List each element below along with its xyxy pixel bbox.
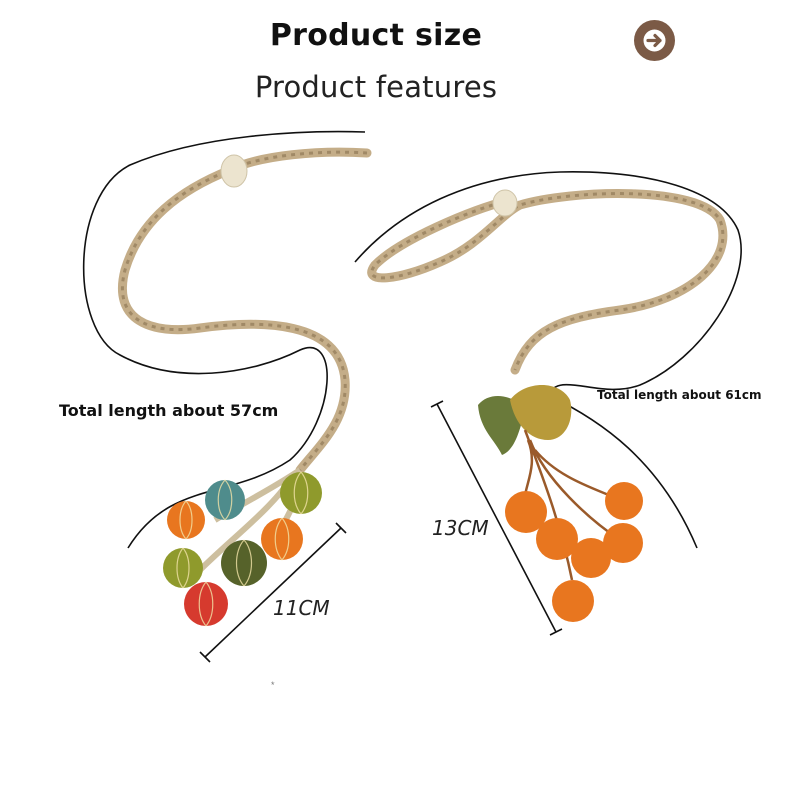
orange-ball-3 — [536, 518, 578, 560]
orange-ball-1 — [505, 491, 547, 533]
left-length-label: Total length about 57cm — [59, 401, 279, 420]
left-length-curve — [82, 130, 366, 549]
right-bead — [492, 189, 518, 217]
left-product — [82, 130, 372, 663]
right-length-curve — [354, 171, 742, 549]
page-subtitle: Product features — [254, 70, 498, 104]
orange-ball-6 — [552, 580, 594, 622]
orange-ball-4 — [603, 523, 643, 563]
footnote-mark: * — [271, 680, 275, 690]
ball-olive-1 — [280, 472, 322, 514]
ball-green — [221, 540, 267, 586]
right-rope — [367, 189, 728, 375]
left-rope — [118, 147, 372, 475]
ball-olive-2 — [163, 548, 203, 588]
left-dimension-line — [204, 527, 342, 658]
leaf-yellow — [510, 385, 572, 440]
left-size-label: 11CM — [273, 596, 330, 620]
orange-ball-2 — [605, 482, 643, 520]
next-button[interactable] — [634, 20, 675, 61]
right-dimension-line — [436, 403, 557, 633]
ball-orange-2 — [261, 518, 303, 560]
ball-orange-1 — [167, 501, 205, 539]
right-length-label: Total length about 61cm — [597, 388, 762, 402]
ball-red — [184, 582, 228, 626]
right-size-label: 13CM — [432, 516, 489, 540]
right-product — [354, 171, 742, 636]
ball-teal — [205, 480, 245, 520]
arrow-right-icon — [643, 29, 666, 52]
left-bead — [220, 154, 248, 188]
page-title: Product size — [269, 18, 483, 53]
orange-ball-5 — [571, 538, 611, 578]
